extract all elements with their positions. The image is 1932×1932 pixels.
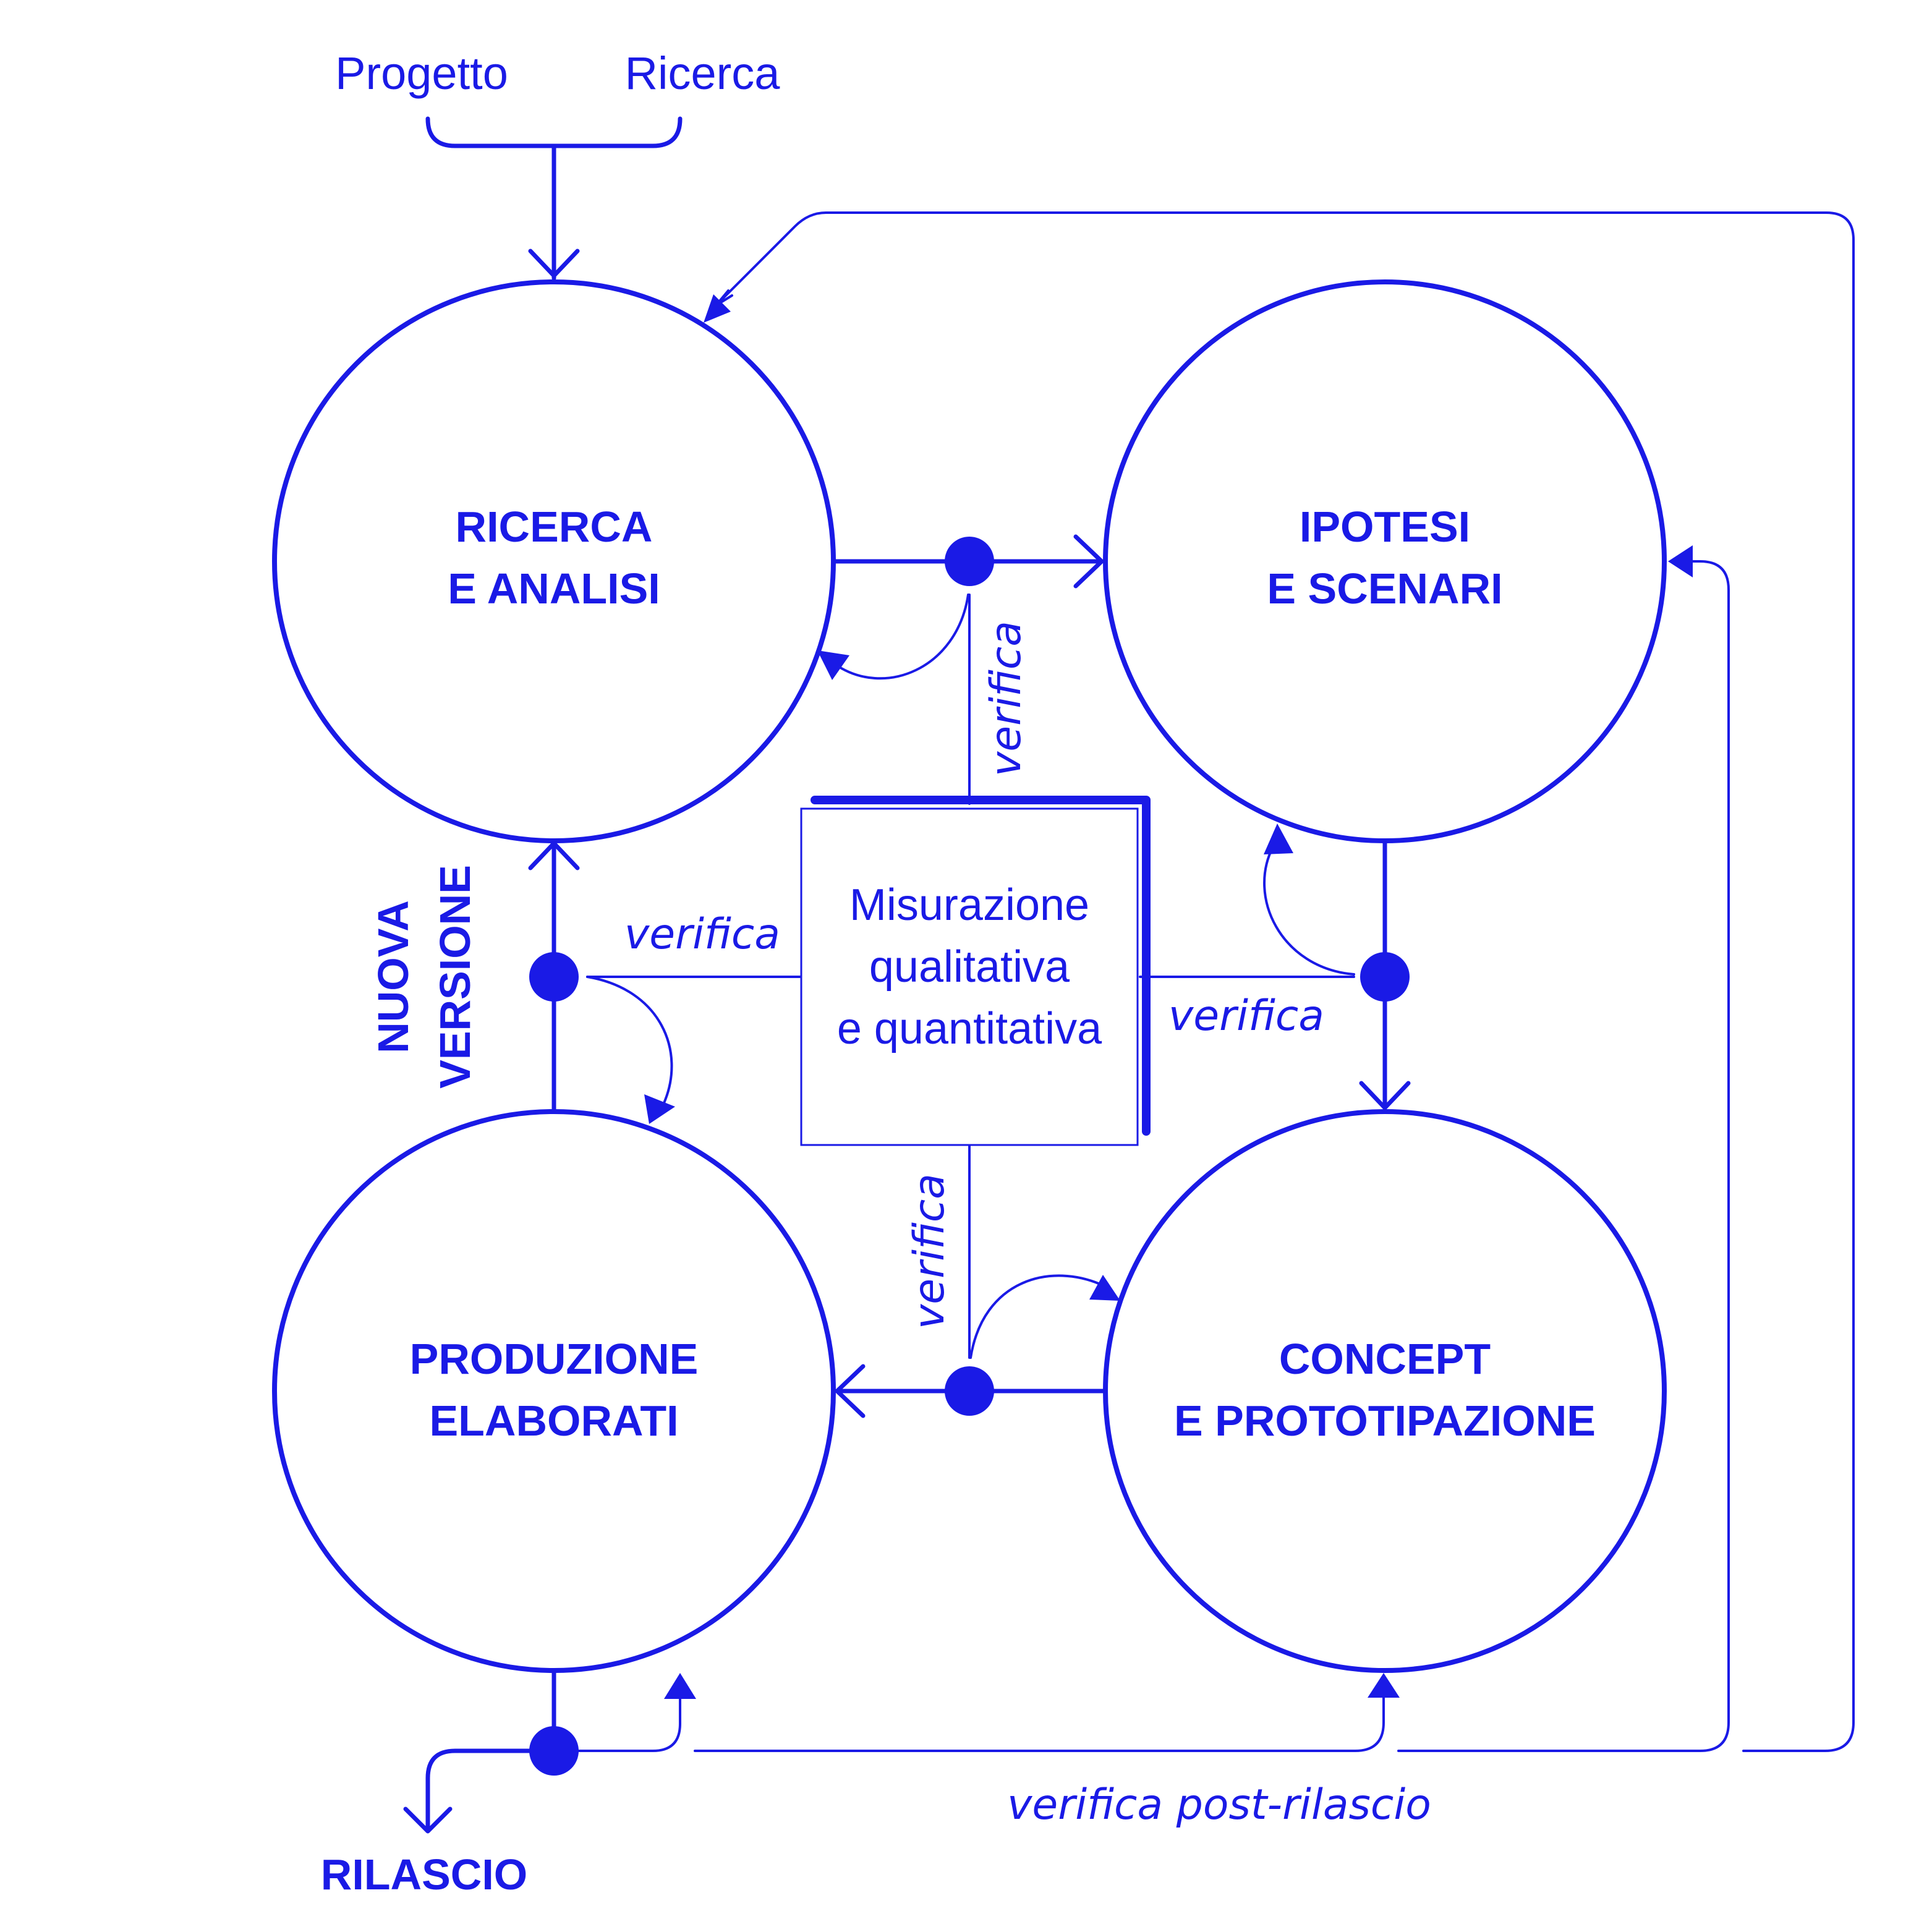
phase-produzione-line1: PRODUZIONE xyxy=(410,1335,699,1383)
post-release-to-concept-arrowhead xyxy=(1368,1673,1400,1698)
feedback-left xyxy=(586,976,673,1104)
feedback-right xyxy=(1263,845,1355,976)
phase-concept-circle xyxy=(1103,1109,1667,1673)
post-release-to-produzione xyxy=(577,1687,681,1752)
input-bracket xyxy=(425,116,683,148)
phase-concept-line2: E PROTOTIPAZIONE xyxy=(1174,1397,1596,1445)
measurement-line2: qualitativa xyxy=(869,942,1070,992)
phase-ricerca-line2: E ANALISI xyxy=(448,564,660,613)
post-release-to-produzione-arrowhead xyxy=(664,1673,696,1699)
input-arrow xyxy=(528,143,580,281)
feedback-bottom-arrowhead xyxy=(1089,1275,1120,1301)
feedback-top xyxy=(833,594,969,680)
node-release xyxy=(529,1726,579,1776)
rilascio-label: RILASCIO xyxy=(321,1850,527,1899)
phase-ipotesi-line1: IPOTESI xyxy=(1300,503,1470,551)
phase-produzione-line2: ELABORATI xyxy=(429,1397,678,1445)
verifica-bottom-label: verifica xyxy=(905,1173,954,1329)
feedback-top-arrowhead xyxy=(817,650,849,680)
input-progetto-label: Progetto xyxy=(335,48,508,99)
feedback-right-arrowhead xyxy=(1264,823,1293,854)
versione-label: VERSIONE xyxy=(431,865,479,1089)
post-release-to-ipotesi xyxy=(1397,560,1730,1752)
phase-ricerca-line1: RICERCA xyxy=(456,503,653,551)
measurement-line3: e quantitativa xyxy=(837,1004,1102,1053)
phase-ricerca-circle xyxy=(272,279,836,843)
post-release-to-ricerca-arrowhead xyxy=(704,294,731,323)
phase-produzione-circle xyxy=(272,1109,836,1673)
measurement-line1: Misurazione xyxy=(849,880,1089,930)
nuova-label: NUOVA xyxy=(369,900,417,1053)
phase-concept-line1: CONCEPT xyxy=(1279,1335,1491,1383)
post-release-to-ipotesi-arrowhead xyxy=(1668,545,1693,577)
post-rilascio-label: verifica post-rilascio xyxy=(1007,1781,1431,1829)
feedback-left-arrowhead xyxy=(644,1094,675,1124)
verifica-left-label: verifica xyxy=(624,910,780,959)
post-release-to-concept xyxy=(694,1685,1385,1752)
measurement-box xyxy=(800,807,1139,1146)
verifica-right-label: verifica xyxy=(1168,992,1324,1040)
node-right xyxy=(1360,952,1410,1002)
rilascio-arrow xyxy=(403,1748,532,1834)
node-left xyxy=(529,952,579,1002)
feedback-bottom xyxy=(969,1274,1105,1359)
measurement-box-shadow xyxy=(811,796,1151,1136)
phase-ipotesi-line2: E SCENARI xyxy=(1267,564,1502,613)
input-ricerca-label: Ricerca xyxy=(625,48,781,99)
node-top xyxy=(945,537,994,586)
phase-ipotesi-circle xyxy=(1103,279,1667,843)
verifica-top-label: verifica xyxy=(982,621,1031,777)
node-bottom xyxy=(945,1366,994,1416)
